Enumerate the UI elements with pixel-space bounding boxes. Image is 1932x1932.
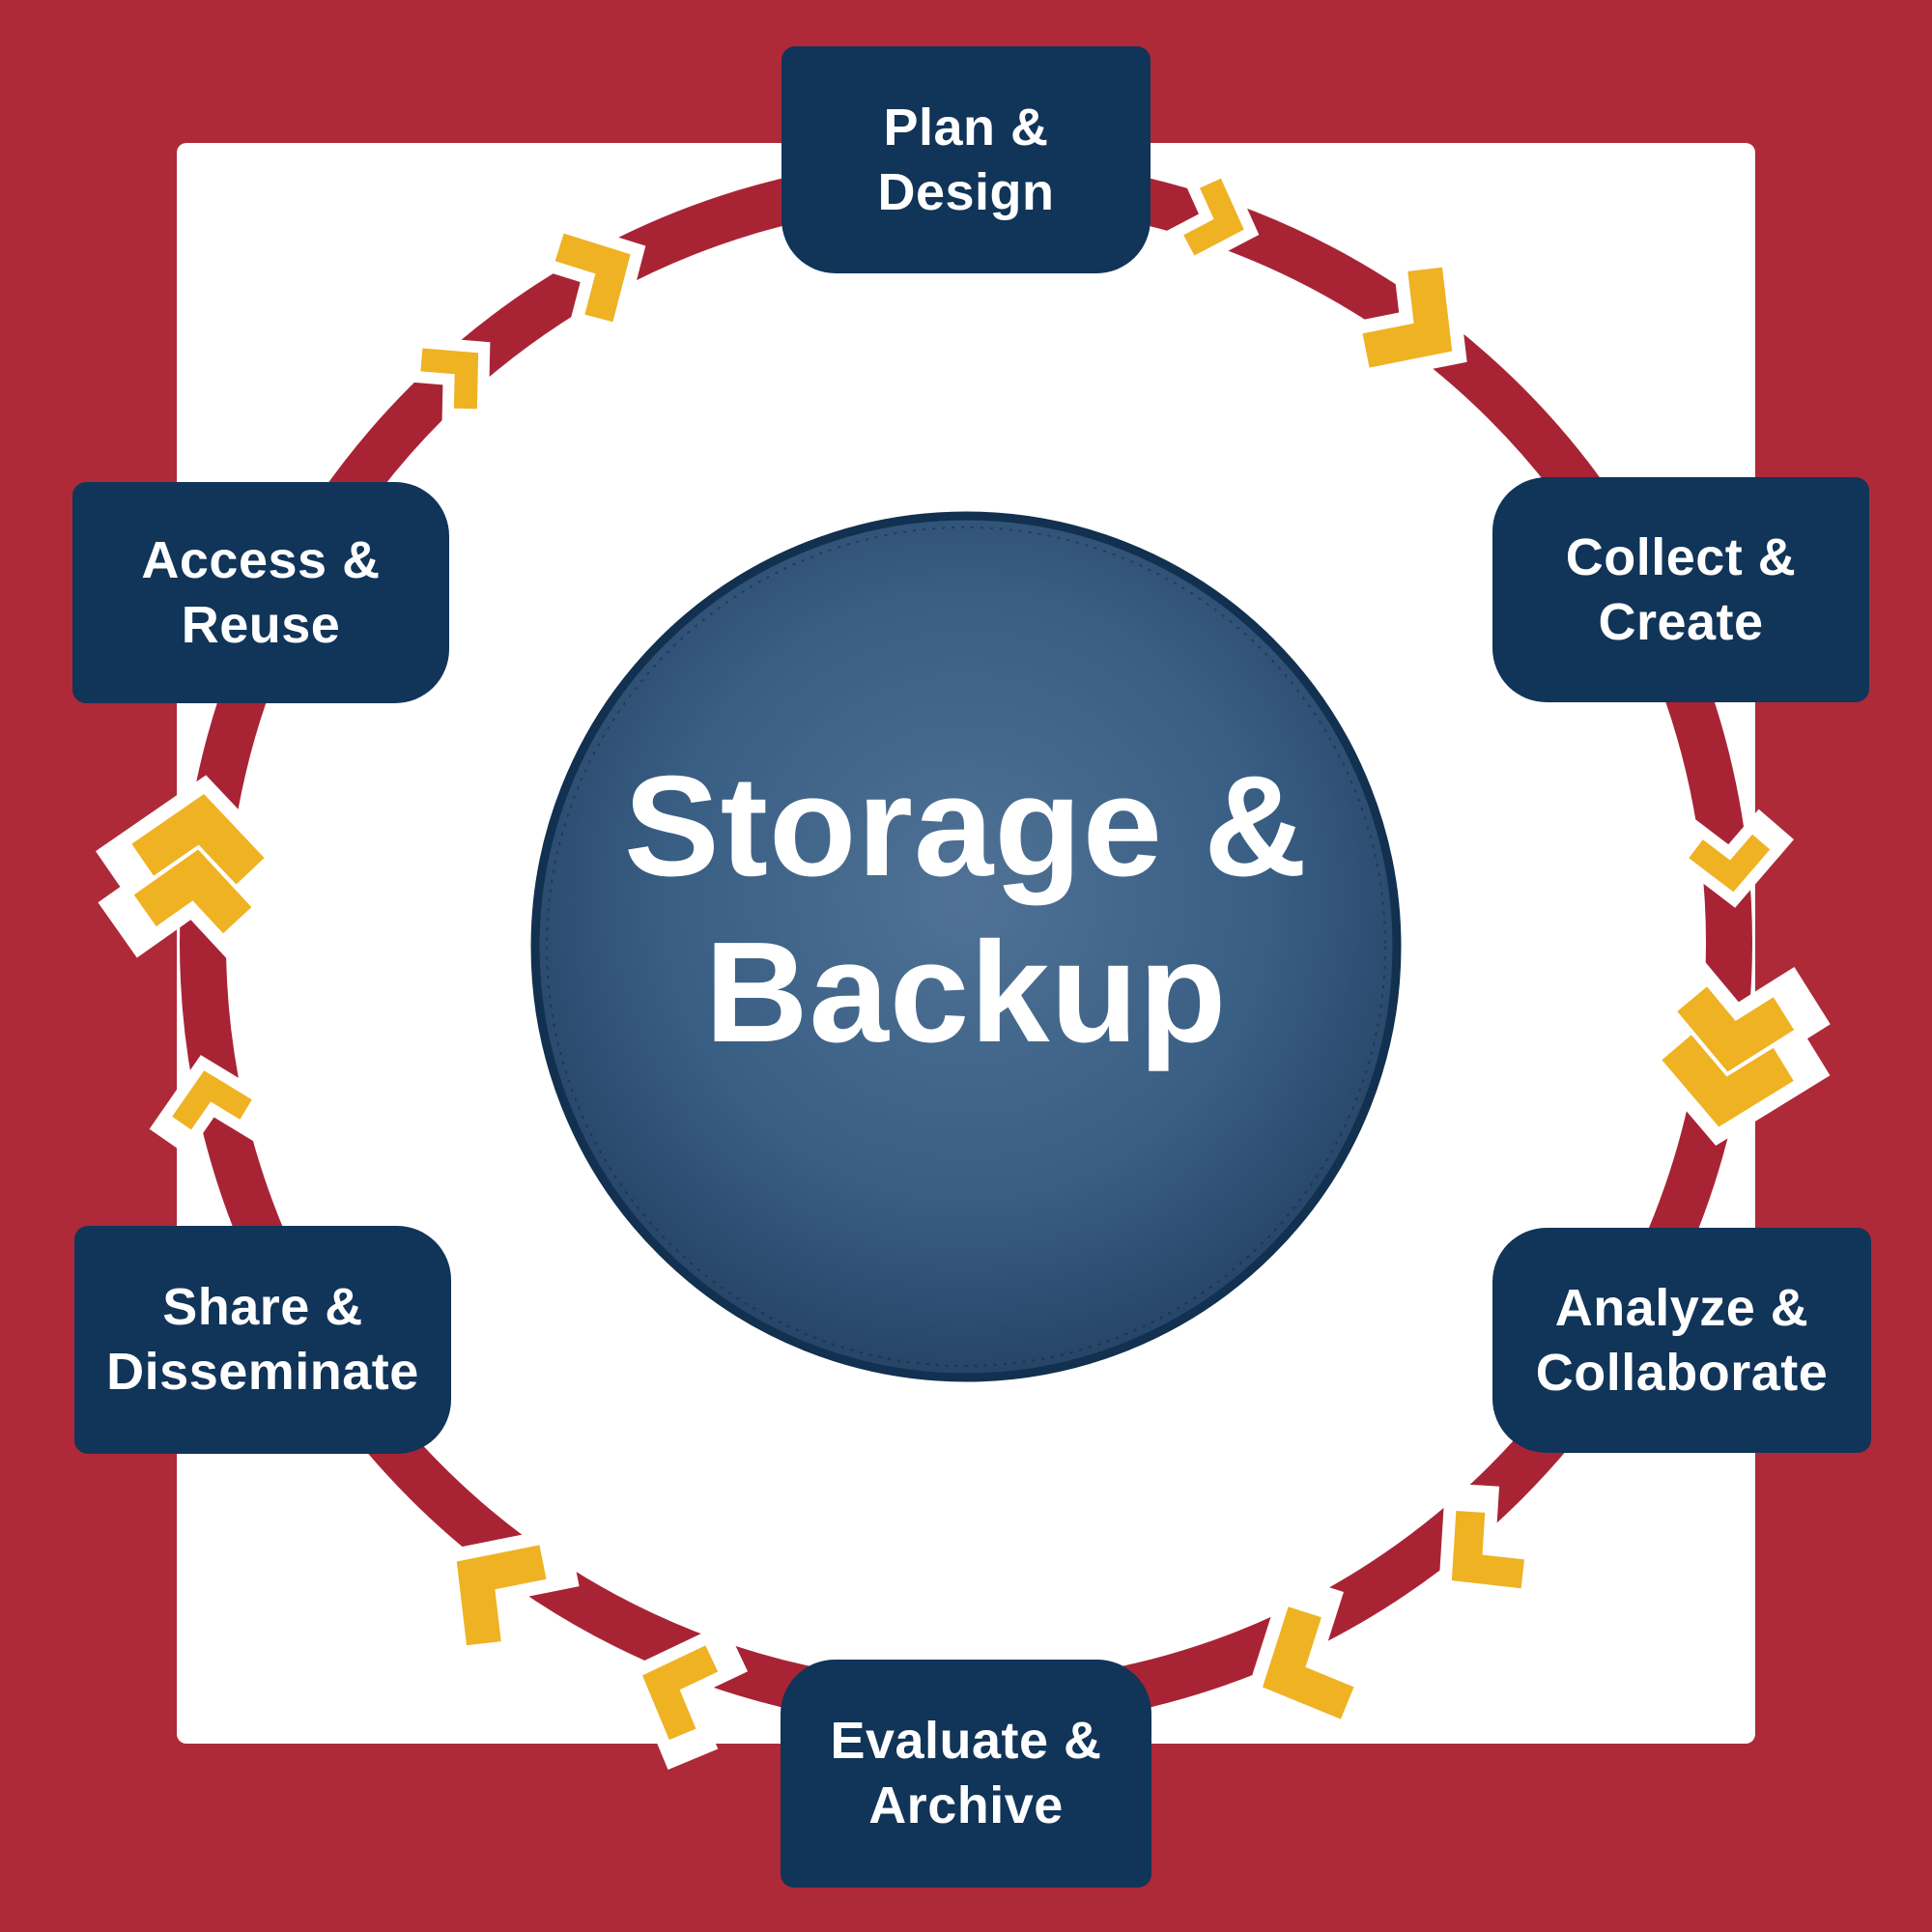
stage-node-plan-design: Plan & Design [781, 46, 1151, 273]
chevron-arrow-icon [441, 1525, 580, 1678]
chevron-arrow-icon [526, 213, 646, 352]
stage-node-collect-create: Collect & Create [1492, 477, 1869, 702]
chevron-arrow-icon [396, 334, 491, 433]
stage-label-line: Share & [162, 1278, 363, 1337]
center-label-line: Storage & [623, 747, 1309, 906]
chevron-arrow-icon [1329, 235, 1467, 387]
chevron-arrow-icon [95, 775, 298, 969]
stage-label-line: Evaluate & [830, 1712, 1102, 1771]
center-circle [530, 511, 1402, 1382]
stage-label-line: Collaborate [1535, 1343, 1829, 1402]
chevron-arrow-icon [1629, 951, 1831, 1147]
chevron-arrow-icon [1438, 1483, 1553, 1605]
center-label: Storage & Backup [531, 744, 1401, 1075]
stage-label-line: Create [1598, 592, 1764, 651]
center-label-line: Backup [704, 912, 1228, 1072]
chevron-arrow-icon [626, 1622, 749, 1770]
stage-node-analyze-collaborate: Analyze & Collaborate [1492, 1228, 1871, 1453]
stage-label-line: Plan & [883, 98, 1049, 156]
stage-label-line: Disseminate [106, 1343, 419, 1401]
stage-node-evaluate-archive: Evaluate & Archive [781, 1660, 1151, 1888]
chevron-arrow-icon [1157, 152, 1260, 277]
stage-label-line: Archive [868, 1776, 1064, 1834]
stage-label-line: Reuse [181, 595, 341, 654]
stage-label-line: Design [877, 162, 1055, 221]
stage-node-share-disseminate: Share & Disseminate [74, 1226, 451, 1454]
stage-node-access-reuse: Access & Reuse [72, 482, 449, 703]
chevron-arrow-icon [149, 1055, 278, 1156]
chevron-arrow-icon [1245, 1573, 1388, 1744]
stage-label-line: Analyze & [1554, 1278, 1809, 1337]
chevron-arrow-icon [1662, 809, 1794, 908]
stage-label-line: Access & [141, 530, 381, 589]
stage-label-line: Collect & [1565, 527, 1797, 586]
